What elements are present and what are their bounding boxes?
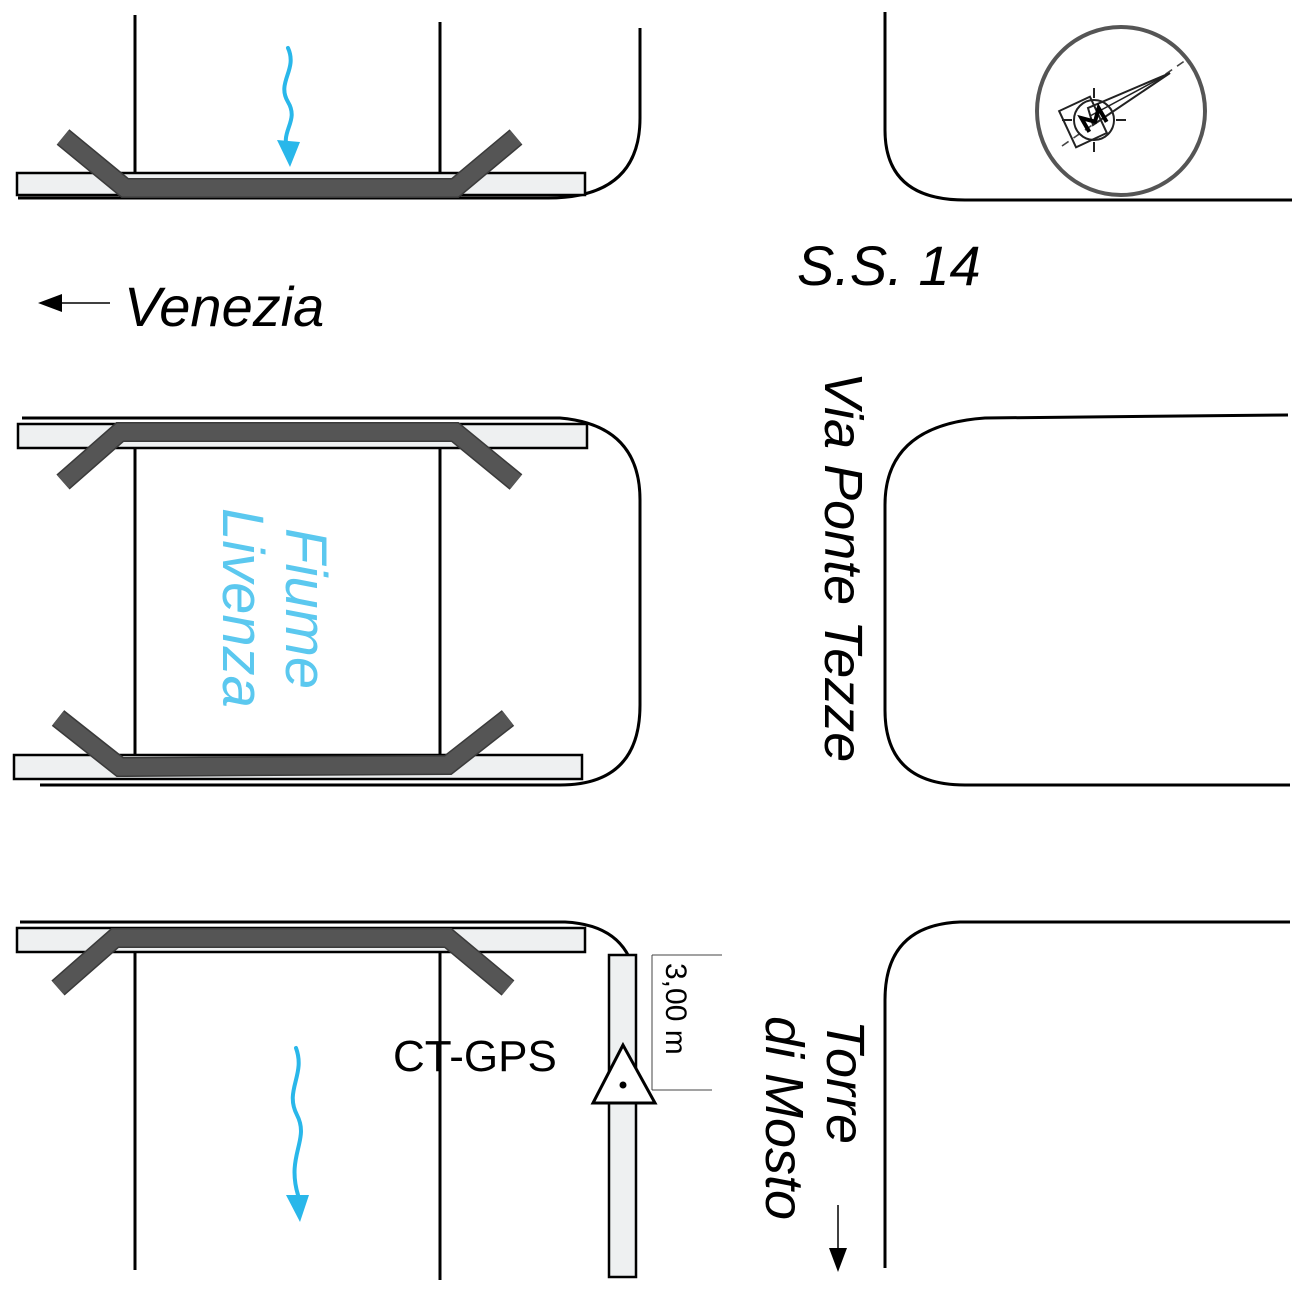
road-label-ss14: S.S. 14 xyxy=(797,234,981,297)
road-edge-top-left xyxy=(18,28,642,200)
direction-label-line2: di Mosto xyxy=(754,1016,814,1220)
arrowhead-bottom xyxy=(286,1195,309,1222)
wavy-arrow-icon-bottom xyxy=(290,1046,303,1197)
bridge-girders xyxy=(51,129,523,996)
road-edge-top-right xyxy=(883,12,1292,202)
bridge-decks xyxy=(12,171,638,1279)
dimension-lines xyxy=(651,954,722,1091)
girder-mid-upper xyxy=(57,423,522,489)
wavy-arrow-icon-top xyxy=(282,46,294,154)
arrow-icon-south xyxy=(829,1205,847,1272)
flow-arrow-icon xyxy=(277,46,300,167)
direction-label-line1: Torre xyxy=(815,1020,875,1144)
direction-label-venezia: Venezia xyxy=(124,275,324,338)
arrowhead-top xyxy=(277,140,300,167)
triangle-benchmark-icon xyxy=(590,1041,658,1105)
road-outlines xyxy=(18,12,1292,1268)
river-banks xyxy=(133,15,442,1280)
river-label-line1: Fiume xyxy=(273,528,338,689)
road-edge-mid-right xyxy=(883,413,1290,787)
arrow-icon-west xyxy=(38,294,110,312)
river-label-line2: Livenza xyxy=(210,508,275,708)
girder-bottom xyxy=(52,929,514,995)
flow-arrow-icon-bottom xyxy=(286,1046,309,1222)
dimension-label: 3,00 m xyxy=(659,963,692,1055)
deck-vertical-gps xyxy=(607,953,638,1279)
road-edge-mid-left xyxy=(22,416,642,787)
station-label: CT-GPS xyxy=(393,1032,557,1081)
street-label-via-ponte-tezze: Via Ponte Tezze xyxy=(813,372,873,762)
compass-icon xyxy=(1035,25,1207,197)
road-edge-bottom-right xyxy=(883,920,1290,1268)
girder-mid-lower xyxy=(52,711,514,776)
girder-top xyxy=(57,130,522,197)
